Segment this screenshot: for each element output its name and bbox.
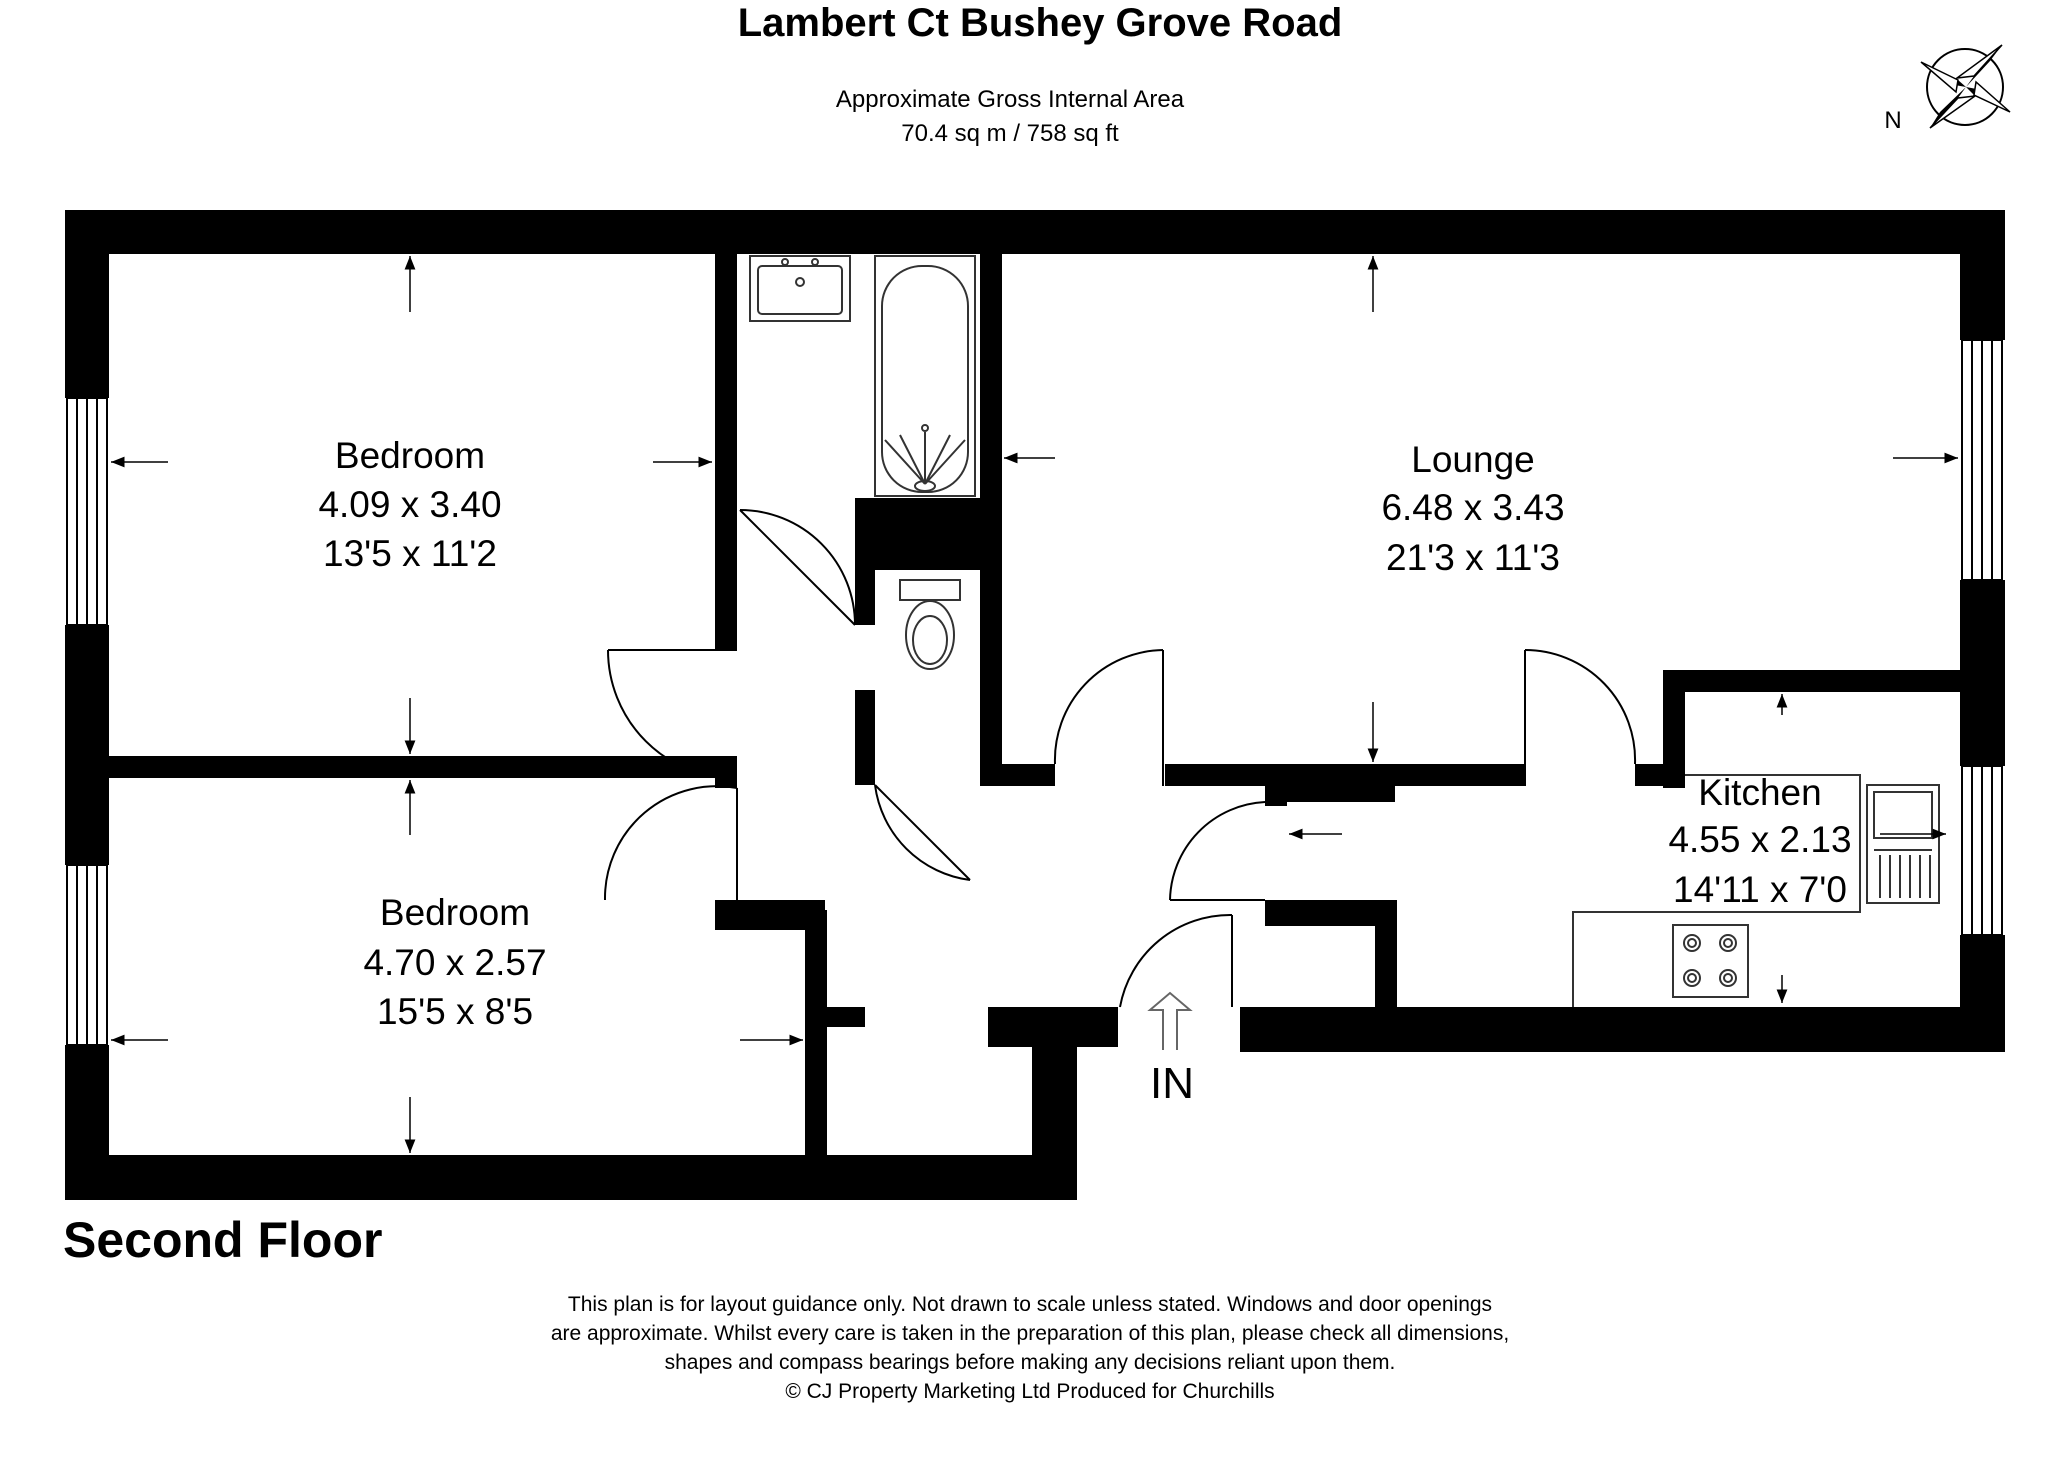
room-metric: 4.70 x 2.57 — [363, 942, 546, 983]
plan-title: Lambert Ct Bushey Grove Road — [738, 1, 1343, 45]
walls — [65, 210, 2005, 1200]
hob-icon — [1672, 924, 1749, 998]
room-metric: 6.48 x 3.43 — [1381, 487, 1564, 528]
room-name: Kitchen — [1698, 772, 1821, 813]
room-name: Bedroom — [380, 892, 530, 933]
room-metric: 4.55 x 2.13 — [1668, 819, 1851, 860]
kitchen-fixtures — [1572, 774, 1940, 1007]
disclaimer-line: This plan is for layout guidance only. N… — [568, 1293, 1492, 1316]
room-lounge: Lounge 6.48 x 3.43 21'3 x 11'3 — [1381, 439, 1564, 578]
room-bedroom-2: Bedroom 4.70 x 2.57 15'5 x 8'5 — [363, 892, 546, 1032]
copyright-line: © CJ Property Marketing Ltd Produced for… — [785, 1380, 1274, 1403]
windows — [66, 339, 2003, 1046]
entrance-label: IN — [1150, 1059, 1194, 1108]
area-caption: Approximate Gross Internal Area — [836, 86, 1185, 113]
room-metric: 4.09 x 3.40 — [318, 484, 501, 525]
room-kitchen: Kitchen 4.55 x 2.13 14'11 x 7'0 — [1668, 772, 1851, 910]
toilet-icon — [899, 579, 961, 601]
room-imperial: 14'11 x 7'0 — [1673, 869, 1847, 910]
bath-icon — [874, 255, 976, 497]
room-imperial: 15'5 x 8'5 — [377, 991, 533, 1032]
doors — [603, 509, 1637, 1008]
north-label: N — [1884, 107, 1901, 134]
floor-label: Second Floor — [63, 1212, 382, 1268]
sink-icon — [1866, 784, 1940, 904]
bathroom-fixtures — [749, 255, 976, 670]
room-name: Bedroom — [335, 435, 485, 476]
dimension-arrows — [111, 256, 1958, 1153]
disclaimer-line: shapes and compass bearings before makin… — [665, 1351, 1396, 1374]
compass-rose-icon — [1920, 44, 2011, 129]
area-value: 70.4 sq m / 758 sq ft — [901, 120, 1119, 147]
disclaimer-line: are approximate. Whilst every care is ta… — [551, 1322, 1509, 1345]
room-bedroom-1: Bedroom 4.09 x 3.40 13'5 x 11'2 — [318, 435, 501, 574]
basin-icon — [749, 255, 851, 322]
room-imperial: 13'5 x 11'2 — [323, 533, 497, 574]
entrance-arrow-icon — [1147, 991, 1193, 1050]
room-imperial: 21'3 x 11'3 — [1386, 537, 1560, 578]
room-name: Lounge — [1411, 439, 1534, 480]
disclaimer: This plan is for layout guidance only. N… — [551, 1293, 1509, 1403]
